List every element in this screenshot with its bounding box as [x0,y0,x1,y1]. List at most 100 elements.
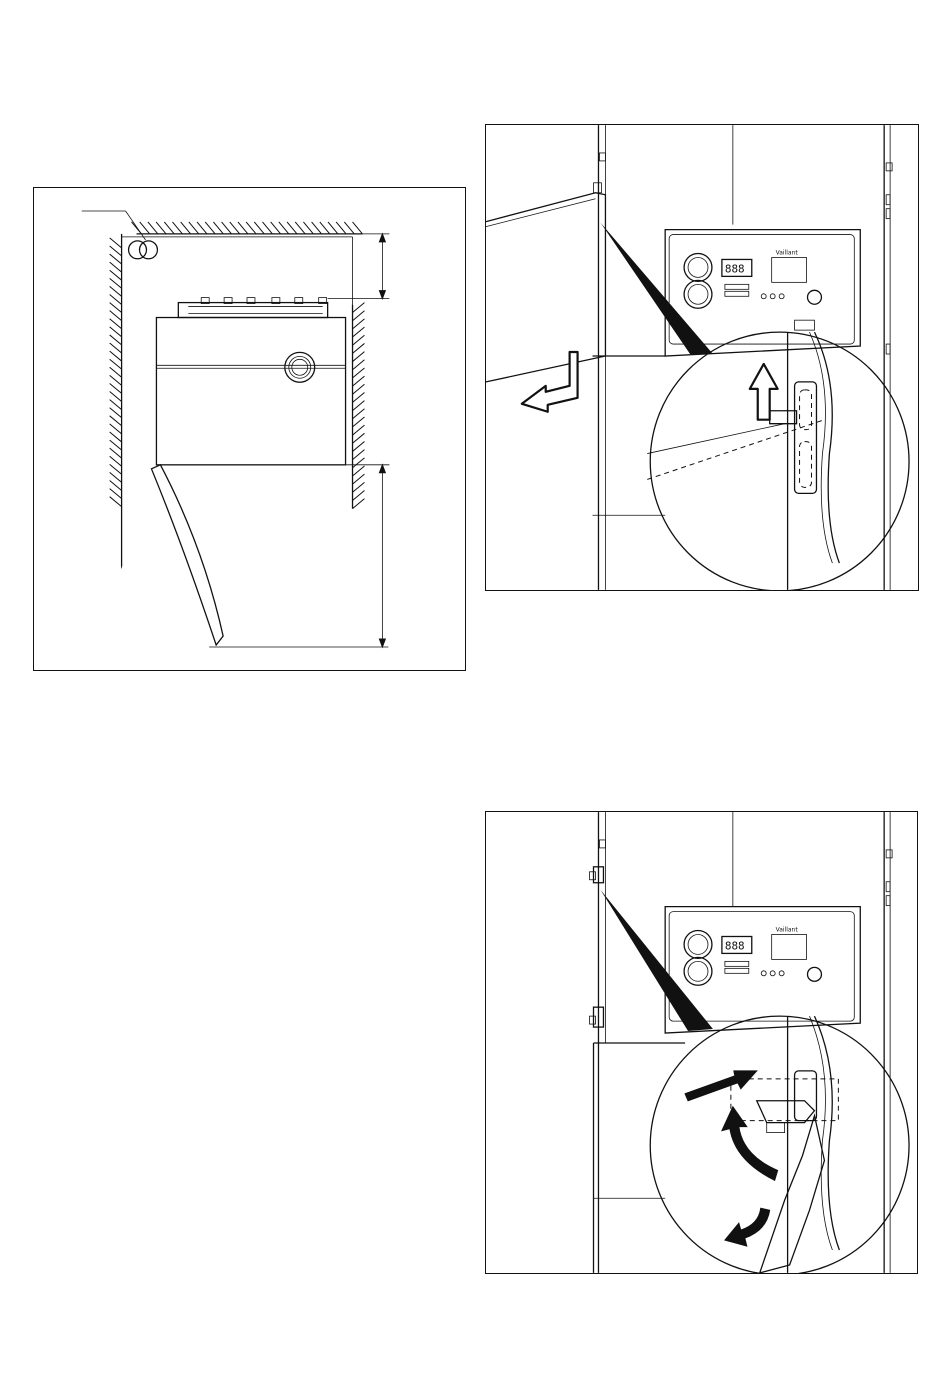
hatch-stroke [110,335,122,345]
clearance-plan-figure [33,187,466,671]
hatch-stroke [181,222,191,234]
hatch-stroke [110,497,122,507]
hatch-stroke [110,286,122,296]
panel-brand: Vaillant [776,249,799,256]
hatch-stroke [353,458,365,468]
door-hinge-removal-bottom-drawing: 888 Vaillant [486,812,917,1273]
wall-hatching-top [132,222,363,234]
hatch-stroke [353,392,365,402]
hatch-stroke [353,474,365,484]
hatch-stroke [110,400,122,410]
hatch-stroke [140,222,150,234]
hatch-stroke [353,499,365,509]
hatch-stroke [353,409,365,419]
hatch-stroke [156,222,166,234]
hatch-stroke [110,278,122,288]
hatch-stroke [287,222,297,234]
hatch-stroke [279,222,289,234]
hatch-stroke [172,222,182,234]
hatch-stroke [110,246,122,256]
hatch-stroke [353,401,365,411]
hatch-stroke [328,222,338,234]
hatch-stroke [110,383,122,393]
hatch-stroke [110,392,122,402]
hatch-stroke [238,222,248,234]
hatch-stroke [110,343,122,353]
detail-magnifier-circle [647,320,909,590]
hatch-stroke [312,222,322,234]
hatch-stroke [110,408,122,418]
hatch-stroke [353,311,365,321]
hatch-stroke [110,319,122,329]
hatch-stroke [110,375,122,385]
hatch-stroke [353,360,365,370]
hatch-stroke [353,319,365,329]
door-hinge-removal-top-figure: 888 Vaillant [485,124,919,591]
rotate-up-arrow-icon [722,1107,778,1181]
hatch-stroke [353,335,365,345]
dimension-line-top [328,234,390,299]
hatch-stroke [246,222,256,234]
hatch-stroke [110,424,122,434]
hatch-stroke [110,464,122,474]
hatch-stroke [110,294,122,304]
hatch-stroke [303,222,313,234]
hatch-stroke [353,376,365,386]
pipe-outlet-icon [82,211,158,259]
hatch-stroke [320,222,330,234]
slide-out-arrow-icon [685,1071,757,1101]
hatch-stroke [262,222,272,234]
pull-door-arrow-icon [522,352,578,412]
hatch-stroke [353,482,365,492]
hatch-stroke [110,359,122,369]
hatch-stroke [353,425,365,435]
hatch-stroke [110,481,122,491]
hatch-stroke [213,222,223,234]
hatch-stroke [271,222,281,234]
door-panel [486,183,665,515]
hatch-stroke [353,384,365,394]
detail-magnifier-circle [650,1016,909,1273]
upper-hinge [590,867,604,883]
hatch-stroke [205,222,215,234]
appliance-body [156,298,345,465]
hatch-stroke [230,222,240,234]
hatch-stroke [222,222,232,234]
hatch-stroke [110,367,122,377]
hatch-stroke [110,432,122,442]
hatch-stroke [110,311,122,321]
hatch-stroke [110,351,122,361]
hatch-stroke [110,254,122,264]
callout-pointer [600,223,712,354]
hatch-stroke [353,352,365,362]
hatch-stroke [110,440,122,450]
rotate-down-arrow-icon [725,1208,770,1246]
hatch-stroke [336,222,346,234]
hatch-stroke [353,450,365,460]
hatch-stroke [189,222,199,234]
hatch-stroke [110,456,122,466]
hatch-stroke [110,238,122,248]
hatch-stroke [353,441,365,451]
clearance-plan-drawing [34,188,465,670]
hatch-stroke [353,343,365,353]
hatch-stroke [110,262,122,272]
hatch-stroke [353,417,365,427]
hatch-stroke [353,327,365,337]
hatch-stroke [197,222,207,234]
hatch-stroke [110,448,122,458]
hatch-stroke [353,303,365,313]
callout-pointer [600,890,712,1031]
hatch-stroke [110,416,122,426]
hatch-stroke [353,491,365,501]
display-digits: 888 [725,262,745,275]
wall-hatching-left [110,234,122,566]
appliance-dial-icon [285,352,315,382]
hatch-stroke [353,466,365,476]
display-digits: 888 [725,939,745,952]
hatch-stroke [110,472,122,482]
lower-hinge [590,1007,604,1027]
hatch-stroke [295,222,305,234]
hatch-stroke [254,222,264,234]
door-hinge-removal-bottom-figure: 888 Vaillant [485,811,918,1274]
